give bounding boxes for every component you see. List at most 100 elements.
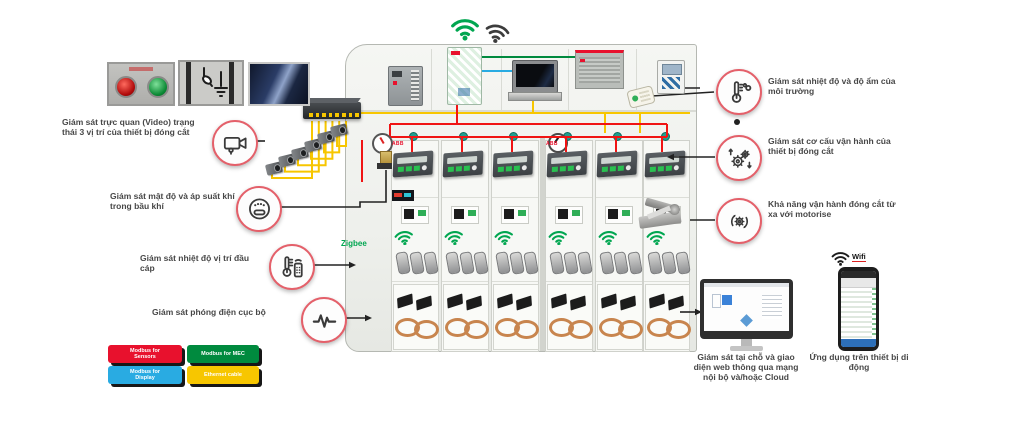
wifi-signal-icon: [494, 230, 513, 246]
scada-node-outline: [712, 294, 721, 308]
protection-relay[interactable]: [546, 150, 588, 178]
cable-compartment-door[interactable]: [393, 284, 439, 350]
relay-button[interactable]: [575, 165, 581, 171]
instrument-tag: [518, 210, 526, 216]
relay-led: [497, 166, 504, 173]
panel-wifi: [443, 228, 465, 248]
cable-compartment-door[interactable]: [547, 284, 593, 350]
disconnector-ground-icon: [202, 67, 228, 97]
brand-label-left: ABB: [392, 141, 404, 147]
instrument-box: [653, 206, 681, 224]
relay-led: [567, 165, 574, 171]
cable-coil: [618, 320, 643, 339]
gas-meter-icon: [248, 197, 270, 219]
instrument-box: [605, 206, 633, 224]
relay-led: [657, 166, 664, 172]
panel-wifi: [493, 228, 515, 248]
protection-relay[interactable]: [492, 150, 534, 178]
display-digits: [404, 193, 411, 197]
protection-relay[interactable]: [596, 150, 638, 178]
relay-display: [447, 155, 478, 165]
relay-button[interactable]: [673, 165, 679, 171]
relay-led: [513, 165, 520, 171]
relay-button[interactable]: [471, 165, 477, 171]
cable-coil: [414, 320, 439, 339]
callout-label-gas: Giám sát mật độ và áp suất khí trong bầu…: [110, 191, 235, 212]
top-seam-3: [568, 49, 569, 110]
relay-led: [463, 165, 470, 171]
display-digits: [394, 193, 402, 197]
cable-compartment-door[interactable]: [645, 284, 690, 350]
instrument-window: [504, 209, 514, 219]
panel-sensor-dot: [509, 132, 518, 141]
panel-seam: [442, 197, 488, 198]
callout-ring-cable-temp: [269, 244, 315, 290]
panel-seam: [596, 281, 642, 282]
photo-edge: [229, 62, 234, 104]
panel-seam: [644, 197, 689, 198]
smartphone: [838, 267, 879, 351]
cable-coil: [568, 320, 593, 339]
callout-label-temp-humidity: Giám sát nhiệt độ và độ ẩm của môi trườn…: [768, 76, 896, 97]
brand-label-right: ABB: [546, 141, 558, 147]
panel-sensor-dot: [459, 132, 468, 141]
partial-discharge-icon: [312, 313, 336, 328]
legend-modbus-sensors: Modbus for Sensors: [108, 345, 182, 363]
legend-ethernet-cable: Ethernet cable: [187, 366, 259, 384]
monitor-base: [730, 346, 763, 351]
wifi-signal-icon: [394, 230, 413, 246]
panel-wifi: [393, 228, 415, 248]
panel-seam: [492, 281, 538, 282]
wifi-signal-icon: [598, 230, 617, 246]
relay-display: [397, 155, 428, 165]
relay-display: [649, 155, 680, 165]
panel-sensor-dot: [661, 132, 670, 141]
monitor-neck: [741, 339, 752, 346]
instrument-window: [608, 209, 618, 219]
phone-header: [841, 278, 876, 288]
relay-button[interactable]: [625, 165, 631, 171]
top-seam-4: [636, 49, 637, 110]
relay-led: [551, 166, 558, 173]
relay-led: [559, 166, 566, 172]
cable-temperature-icon: [281, 255, 303, 277]
cable-coil: [666, 320, 691, 339]
wifi-signal-icon: [646, 230, 665, 246]
relay-led: [617, 165, 624, 171]
instrument-tag: [622, 210, 630, 216]
panel-seam: [492, 197, 538, 198]
cable-coil: [464, 320, 489, 339]
panel-wifi: [645, 228, 667, 248]
panel-seam: [546, 281, 592, 282]
panel-seam: [546, 197, 592, 198]
phone-list[interactable]: [841, 288, 872, 338]
callout-label-video: Giám sát trực quan (Video) trạng thái 3 …: [62, 117, 195, 138]
panel-seam: [442, 281, 488, 282]
switch-symbol-photo: [178, 60, 244, 106]
protection-relay[interactable]: [442, 150, 484, 178]
cable-compartment-door[interactable]: [493, 284, 539, 350]
protection-relay[interactable]: [392, 150, 434, 178]
relay-button[interactable]: [421, 165, 427, 171]
relay-led: [601, 166, 608, 173]
video-camera-icon: [223, 136, 247, 155]
panel-seam: [392, 197, 438, 198]
instrument-tag: [670, 210, 678, 216]
cable-compartment-door[interactable]: [597, 284, 643, 350]
red-pushbutton: [115, 76, 137, 98]
zigbee-label: Zigbee: [341, 239, 367, 248]
camera-view-photo: [248, 62, 310, 106]
protection-relay[interactable]: [644, 150, 686, 178]
relay-led: [609, 166, 616, 172]
phone-screen: [841, 271, 876, 347]
callout-ring-video: [212, 120, 258, 166]
cable-coil: [514, 320, 539, 339]
callout-ring-temp-humidity: [716, 69, 762, 115]
panel-sensor-dot: [409, 132, 418, 141]
wifi-label: Wifi: [852, 252, 866, 263]
cable-compartment-door[interactable]: [443, 284, 489, 350]
temperature-humidity-icon: [731, 80, 751, 103]
photo-edge: [186, 62, 191, 104]
relay-button[interactable]: [521, 165, 527, 171]
